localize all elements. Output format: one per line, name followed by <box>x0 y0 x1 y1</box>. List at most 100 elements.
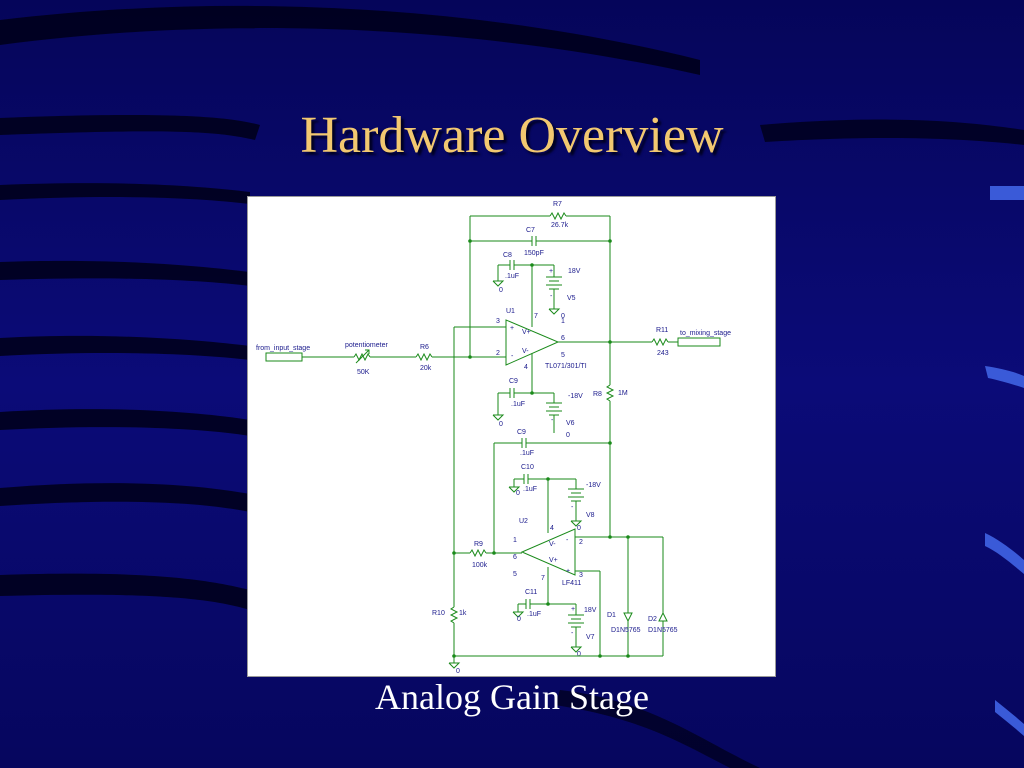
potentiometer-label: potentiometer <box>345 342 388 349</box>
c11-capacitor: C11 .1uF 0 <box>512 589 548 623</box>
c10-label: C10 <box>521 464 534 471</box>
gnd-label-v8: 0 <box>577 525 581 532</box>
v7-label: V7 <box>586 634 595 641</box>
u2-pin5: 5 <box>513 571 517 578</box>
c10-value: .1uF <box>523 486 537 493</box>
u1-vplus: V+ <box>522 329 531 336</box>
v5-plus: + <box>549 268 553 275</box>
u2-pin2: 2 <box>579 539 583 546</box>
d1-label: D1 <box>607 612 616 619</box>
gnd-label-c8: 0 <box>499 287 503 294</box>
r8-resistor: R8 1M <box>593 342 628 537</box>
to-mixing-stage-label: to_mixing_stage <box>680 330 731 337</box>
u2-pin3: 3 <box>579 572 583 579</box>
r7-label: R7 <box>553 201 562 208</box>
v7-source: + 18V - V7 0 <box>548 603 597 658</box>
r11-value: 243 <box>657 350 669 357</box>
v6-source: -18V - V6 0 <box>532 392 583 439</box>
u2-pin1: 1 <box>513 537 517 544</box>
c9b-capacitor: C9 .1uF <box>494 429 610 457</box>
gnd-label-r10: 0 <box>456 668 460 675</box>
v8-source: -18V - V8 0 <box>548 478 601 532</box>
r10-value: 1k <box>459 610 467 617</box>
u2-pin6: 6 <box>513 554 517 561</box>
u1-pin1: 1 <box>561 318 565 325</box>
gnd-label-v7: 0 <box>577 651 581 658</box>
u2-vplus: V+ <box>549 557 558 564</box>
d2-diode: D2 D1N5765 <box>648 537 678 656</box>
v7-plus: + <box>571 606 575 613</box>
u2-vminus: V- <box>549 541 556 548</box>
u1-pin5: 5 <box>561 352 565 359</box>
v6-value: -18V <box>568 393 583 400</box>
v7-value: 18V <box>584 607 597 614</box>
d2-value: D1N5765 <box>648 627 678 634</box>
c8-capacitor: C8 .1uF 0 <box>492 252 532 294</box>
r6-value: 20k <box>420 365 432 372</box>
u1-pin4: 4 <box>524 364 528 371</box>
c11-value: .1uF <box>527 611 541 618</box>
c9b-value: .1uF <box>520 450 534 457</box>
r8-label: R8 <box>593 391 602 398</box>
potentiometer: potentiometer 50K <box>302 342 416 376</box>
gnd-label-c9a: 0 <box>499 421 503 428</box>
u1-pin3: 3 <box>496 318 500 325</box>
from-input-stage-label: from_input_stage <box>256 345 310 352</box>
c11-label: C11 <box>525 589 537 596</box>
u2-pin7: 7 <box>541 575 545 582</box>
u2-minus: - <box>566 537 569 544</box>
r6-label: R6 <box>420 344 429 351</box>
u1-plus: + <box>510 325 514 332</box>
v8-label: V8 <box>586 512 595 519</box>
u2-part: LF411 <box>562 580 581 587</box>
c9a-capacitor: C9 .1uF 0 <box>492 378 532 428</box>
v5-value: 18V <box>568 268 581 275</box>
r7-resistor: R7 26.7k <box>470 201 610 229</box>
v5-source: + - 18V V5 0 <box>532 264 581 320</box>
u1-pin7: 7 <box>534 313 538 320</box>
v8-minus: - <box>571 504 574 511</box>
u1-pin6: 6 <box>561 335 565 342</box>
gnd-label-c10: 0 <box>516 490 520 497</box>
c8-value: .1uF <box>505 273 519 280</box>
gnd-label-c11: 0 <box>517 616 521 623</box>
u1-vminus: V- <box>522 348 529 355</box>
r9-label: R9 <box>474 541 483 548</box>
potentiometer-value: 50K <box>357 369 370 376</box>
d1-diode: D1 D1N5765 <box>607 537 641 656</box>
slide-caption: Analog Gain Stage <box>375 677 649 717</box>
r11-label: R11 <box>656 327 668 334</box>
r8-value: 1M <box>618 390 628 397</box>
c7-value: 150pF <box>524 250 544 257</box>
c9a-label: C9 <box>509 378 518 385</box>
u2-plus: + <box>566 568 570 575</box>
v6-label: V6 <box>566 420 575 427</box>
u1-label: U1 <box>506 308 515 315</box>
gnd-label-v5: 0 <box>561 313 565 320</box>
u2-opamp: U2 1 6 5 4 2 3 7 - + V- V+ LF411 <box>494 518 663 656</box>
u1-part: TL071/301/TI <box>545 363 587 370</box>
d1-value: D1N5765 <box>611 627 641 634</box>
u1-minus: - <box>511 353 514 360</box>
c9a-value: .1uF <box>511 401 525 408</box>
r9-value: 100k <box>472 562 488 569</box>
r10-resistor: R10 1k 0 <box>432 606 467 675</box>
d2-label: D2 <box>648 616 657 623</box>
u1-pin2: 2 <box>496 350 500 357</box>
c7-capacitor: C7 150pF <box>470 227 610 257</box>
c10-capacitor: C10 .1uF 0 <box>508 464 548 497</box>
schematic-drawing: R7 26.7k C7 150pF <box>256 201 731 675</box>
u1-opamp: U1 3 2 + - V+ V- 7 1 6 5 4 TL071/301/TI <box>454 308 610 373</box>
c7-label: C7 <box>526 227 535 234</box>
v7-minus: - <box>571 630 574 637</box>
c9b-label: C9 <box>517 429 526 436</box>
r6-resistor: R6 20k <box>415 344 470 372</box>
u2-label: U2 <box>519 518 528 525</box>
circuit-schematic: R7 26.7k C7 150pF <box>247 196 776 677</box>
to-mixing-stage-port: to_mixing_stage <box>677 330 731 347</box>
u2-pin4: 4 <box>550 525 554 532</box>
slide-title: Hardware Overview <box>300 107 724 164</box>
c8-label: C8 <box>503 252 512 259</box>
